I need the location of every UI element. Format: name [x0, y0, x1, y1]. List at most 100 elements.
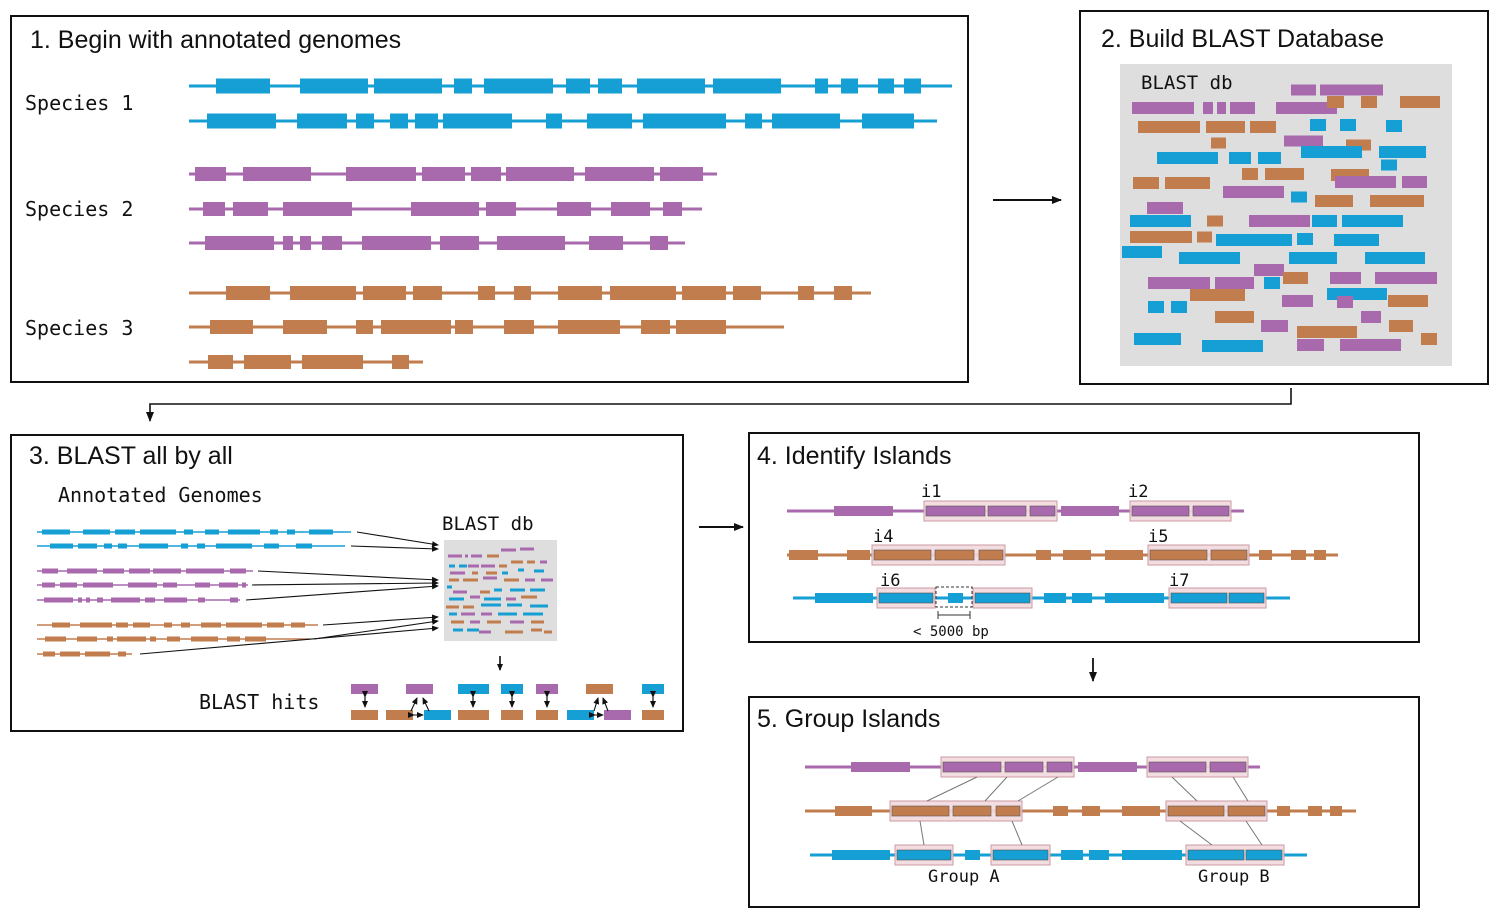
db-gene-block — [451, 620, 464, 624]
db-gene-block — [449, 578, 459, 582]
db-gene-block — [1276, 102, 1337, 114]
db-gene-block — [481, 612, 492, 616]
annotated-genomes-label: Annotated Genomes — [58, 483, 263, 507]
gene-block — [117, 636, 146, 642]
db-gene-block — [481, 564, 495, 568]
db-gene-block — [540, 560, 547, 564]
genome-to-db-arrow — [251, 580, 439, 587]
db-gene-block — [523, 612, 543, 616]
panel-1-genomes — [189, 78, 952, 369]
gene-block — [205, 236, 274, 250]
gene-block — [244, 355, 291, 369]
db-gene-block — [1229, 152, 1251, 164]
db-gene-block — [449, 612, 457, 616]
db-gene-block — [1370, 195, 1424, 207]
db-gene-block — [502, 571, 508, 575]
gene-block — [1277, 806, 1290, 816]
gene-block — [454, 78, 472, 94]
panel-5: 5. Group Islands Group A Group B — [748, 696, 1420, 908]
gene-block — [443, 113, 512, 129]
db-gene-block — [541, 578, 553, 582]
gene-block — [242, 582, 246, 588]
db-gene-block — [448, 554, 462, 558]
db-gene-block — [470, 595, 480, 599]
gene-block — [230, 568, 246, 574]
db-gene-block — [1216, 234, 1292, 246]
gene-block — [300, 78, 368, 94]
gene-block — [392, 355, 409, 369]
db-gene-block — [1421, 333, 1437, 345]
gene-block — [798, 286, 814, 300]
db-gene-block — [1282, 295, 1313, 307]
db-gene-block — [1211, 137, 1226, 149]
gene-block — [948, 593, 963, 603]
panel-4-genomes — [787, 500, 1338, 609]
db-gene-block — [505, 630, 523, 634]
gene-block — [1061, 850, 1083, 860]
hit-gene-block — [406, 684, 433, 694]
gene-block — [965, 850, 980, 860]
gene-block — [987, 505, 1027, 517]
gene-block — [97, 597, 103, 603]
db-gene-block — [1334, 234, 1379, 246]
gap-label: < 5000 bp — [913, 624, 989, 640]
hit-gene-block — [458, 710, 489, 720]
gene-block — [205, 529, 219, 535]
gene-block — [167, 636, 180, 642]
gene-block — [1149, 549, 1208, 561]
gene-block — [862, 113, 914, 129]
island-label-i6: i6 — [880, 571, 900, 591]
db-gene-block — [531, 628, 542, 632]
gene-block — [835, 806, 872, 816]
gene-block — [772, 113, 840, 129]
db-gene-block — [510, 620, 524, 624]
db-gene-block — [486, 571, 497, 575]
db-gene-block — [1138, 121, 1200, 133]
gene-block — [815, 593, 873, 603]
db-gene-block — [449, 564, 455, 568]
gene-block — [471, 167, 501, 181]
db-gene-block — [1147, 202, 1183, 214]
gene-block — [925, 505, 986, 517]
db-gene-block — [499, 564, 507, 568]
gene-block — [267, 622, 284, 628]
db-gene-block — [1297, 233, 1313, 245]
gene-block — [195, 167, 226, 181]
db-gene-block — [1375, 272, 1437, 284]
island-label-i2: i2 — [1128, 482, 1148, 502]
gene-block — [952, 805, 992, 817]
db-gene-block — [1301, 146, 1362, 158]
gene-block — [422, 167, 465, 181]
gene-block — [381, 320, 451, 334]
gene-block — [129, 568, 150, 574]
gene-block — [713, 78, 781, 94]
gene-block — [558, 320, 620, 334]
db-gene-block — [530, 588, 545, 592]
genome-to-db-arrow — [257, 570, 439, 583]
hit-gene-block — [501, 684, 523, 694]
db-gene-block — [1134, 333, 1181, 345]
db-gene-block — [1132, 102, 1194, 114]
db-gene-block — [525, 578, 535, 582]
db-gene-block — [1130, 215, 1191, 227]
gene-block — [201, 622, 221, 628]
panel-5-genomes — [805, 756, 1356, 866]
db-gene-block — [1254, 264, 1284, 276]
gene-block — [878, 592, 934, 604]
db-gene-block — [1249, 215, 1310, 227]
gene-block — [847, 550, 870, 560]
db-gene-block — [531, 620, 544, 624]
db-gene-block — [1122, 246, 1162, 258]
small-blast-db-label: BLAST db — [442, 513, 534, 535]
db-gene-block — [446, 605, 459, 609]
db-gene-block — [1312, 215, 1337, 227]
group-link-line — [919, 820, 925, 846]
gene-block — [995, 805, 1021, 817]
panel-2: 2. Build BLAST Database BLAST db — [1079, 10, 1489, 385]
db-gene-block — [463, 605, 474, 609]
db-gene-block — [1365, 252, 1425, 264]
gene-block — [1192, 505, 1230, 517]
genome-to-db-arrow — [322, 614, 439, 626]
gene-block — [219, 582, 238, 588]
gene-block — [506, 167, 574, 181]
